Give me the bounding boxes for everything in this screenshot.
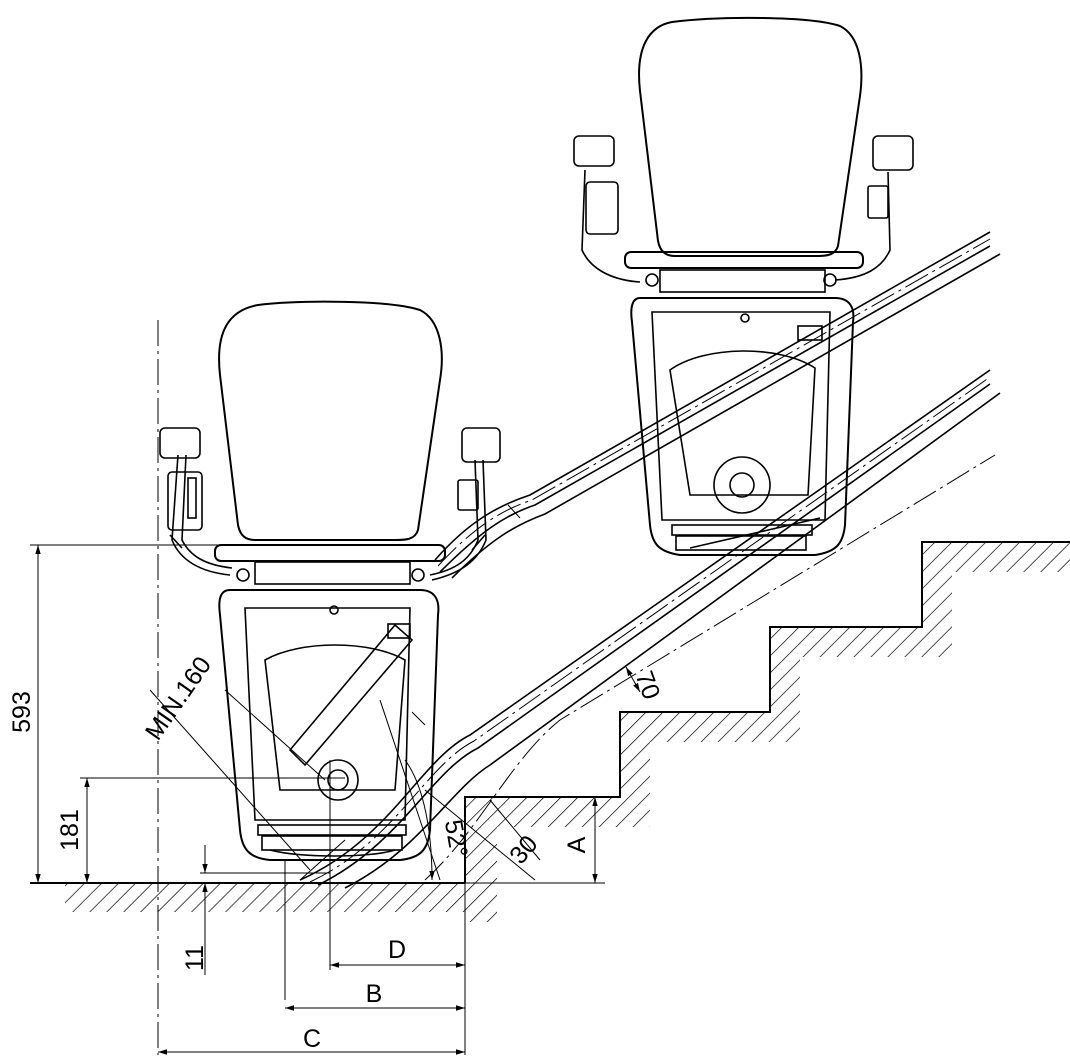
label-52-degrees: 52° — [439, 818, 473, 860]
label-B: B — [366, 980, 383, 1008]
label-D: D — [388, 936, 406, 964]
dimension-A — [465, 797, 605, 884]
label-11: 11 — [181, 945, 209, 971]
staircase-hatch — [465, 542, 1070, 922]
label-A: A — [563, 836, 591, 853]
seat — [624, 251, 864, 269]
chair-body — [630, 297, 855, 556]
clearance-line — [424, 454, 996, 881]
backrest — [218, 300, 443, 541]
label-593: 593 — [8, 691, 36, 733]
label-30: 30 — [504, 830, 543, 869]
seat — [214, 544, 446, 562]
rail-upper-position — [434, 231, 1001, 579]
backrest — [638, 16, 863, 257]
label-181: 181 — [56, 809, 84, 851]
label-min160: MIN.160 — [140, 652, 217, 745]
stairlift-chair-lower — [159, 300, 501, 861]
floor-and-staircase — [30, 541, 1070, 922]
label-C: C — [303, 1025, 321, 1053]
chair-body — [218, 589, 440, 861]
floor-hatch — [65, 884, 465, 912]
stairlift-chair-upper — [573, 16, 914, 556]
label-70: 70 — [630, 667, 666, 703]
